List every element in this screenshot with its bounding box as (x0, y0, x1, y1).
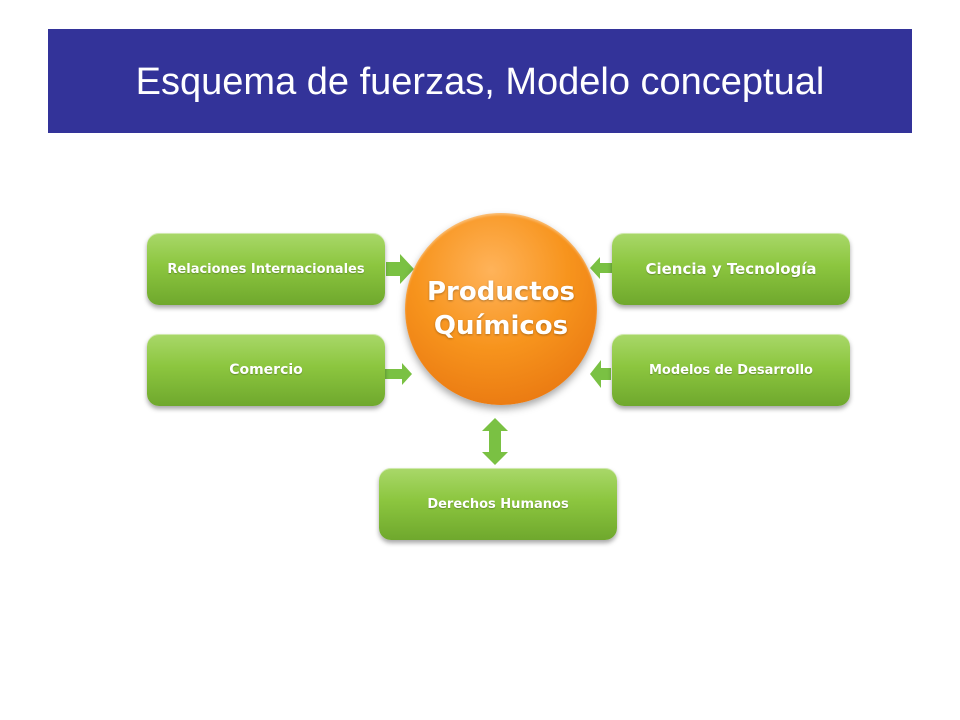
box-comercio-label: Comercio (229, 362, 303, 378)
box-derechos-label: Derechos Humanos (427, 496, 569, 512)
box-derechos-humanos: Derechos Humanos (379, 468, 617, 540)
slide-title: Esquema de fuerzas, Modelo conceptual (135, 60, 825, 103)
center-circle-productos-quimicos: Productos Químicos (405, 213, 597, 405)
center-label: Productos Químicos (426, 277, 576, 341)
box-ciencia-y-tecnologia: Ciencia y Tecnología (612, 233, 850, 305)
box-relaciones-internacionales: Relaciones Internacionales (147, 233, 385, 305)
arrow-modelos (590, 360, 611, 388)
box-comercio: Comercio (147, 334, 385, 406)
title-bar: Esquema de fuerzas, Modelo conceptual (48, 29, 912, 133)
box-ciencia-label: Ciencia y Tecnología (645, 260, 817, 278)
box-modelos-de-desarrollo: Modelos de Desarrollo (612, 334, 850, 406)
box-relaciones-label: Relaciones Internacionales (167, 261, 365, 277)
arrow-derechos (482, 418, 508, 465)
box-modelos-label: Modelos de Desarrollo (648, 362, 813, 378)
